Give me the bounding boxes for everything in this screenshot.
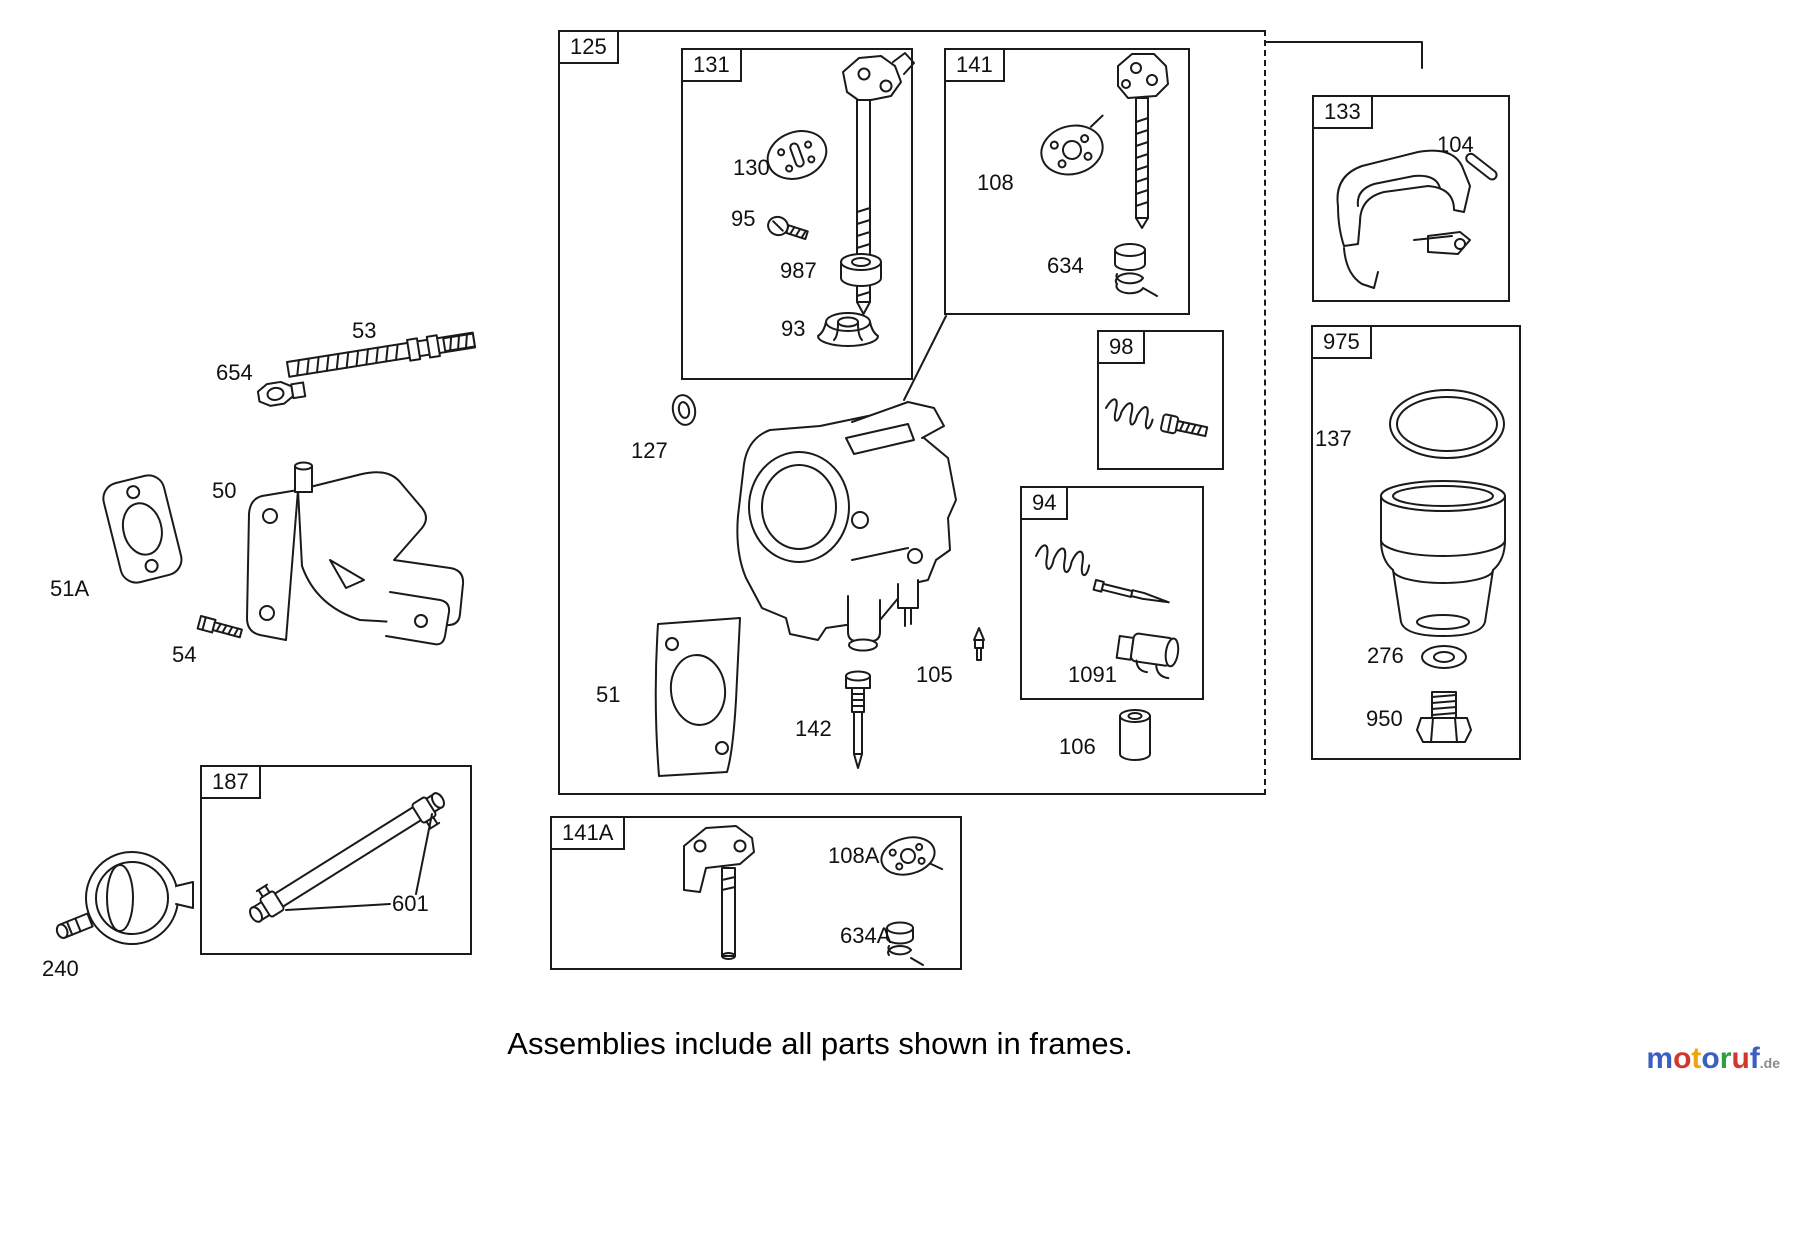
part-133-drawing xyxy=(1336,149,1471,289)
part-label-634: 634 xyxy=(1047,253,1084,278)
frame-label-141A: 141A xyxy=(550,816,626,851)
part-130-drawing xyxy=(766,130,828,180)
part-108A-drawing xyxy=(880,836,944,876)
part-276-drawing xyxy=(1421,645,1467,669)
part-95-drawing xyxy=(767,215,809,241)
part-51A-drawing xyxy=(102,474,183,584)
part-label-987: 987 xyxy=(780,258,817,283)
frame-label-141: 141 xyxy=(944,48,1005,83)
part-carburetor-drawing xyxy=(736,401,957,652)
logo-letter-2: o xyxy=(1673,1042,1692,1075)
logo-letter-7: f xyxy=(1749,1042,1760,1075)
frame-98: 98 xyxy=(1097,330,1224,470)
part-label-240: 240 xyxy=(42,956,79,981)
frame-94: 94 xyxy=(1020,486,1204,700)
part-950-drawing xyxy=(1416,691,1472,743)
frame-label-94: 94 xyxy=(1020,486,1069,521)
part-240-drawing xyxy=(55,851,194,945)
assembly-bracket-line xyxy=(1265,41,1423,69)
part-94-spring-drawing xyxy=(1035,544,1091,577)
motoruf-logo[interactable]: motoruf.de xyxy=(1646,1042,1780,1076)
part-987-drawing xyxy=(840,253,882,287)
part-label-108: 108 xyxy=(977,170,1014,195)
part-105-drawing xyxy=(973,627,985,661)
frame-131: 131 xyxy=(681,48,913,380)
part-93-drawing xyxy=(817,312,879,347)
frame-label-98: 98 xyxy=(1097,330,1146,365)
logo-letter-1: m xyxy=(1646,1042,1674,1075)
frame-label-975: 975 xyxy=(1311,325,1372,360)
part-label-54: 54 xyxy=(172,642,197,667)
part-label-104: 104 xyxy=(1437,132,1474,157)
frame-label-131: 131 xyxy=(681,48,742,83)
part-label-634A: 634A xyxy=(840,923,892,948)
part-50-drawing xyxy=(246,461,465,646)
logo-letter-5: r xyxy=(1719,1042,1732,1075)
frame-label-133: 133 xyxy=(1312,95,1373,130)
frame-187: 187 xyxy=(200,765,472,955)
part-label-654: 654 xyxy=(216,360,253,385)
part-141-shaft-drawing xyxy=(1117,53,1169,229)
part-127-drawing xyxy=(671,394,697,426)
part-label-601: 601 xyxy=(392,891,429,916)
part-label-130: 130 xyxy=(733,155,770,180)
part-float-bowl-drawing xyxy=(1380,480,1506,637)
frame-label-125: 125 xyxy=(558,30,619,65)
part-label-1091: 1091 xyxy=(1068,662,1117,687)
part-label-105: 105 xyxy=(916,662,953,687)
part-label-108A: 108A xyxy=(828,843,880,868)
part-131-shaft-drawing xyxy=(842,52,915,315)
part-601-fuel-line-drawing xyxy=(249,792,445,923)
part-634A-drawing xyxy=(886,921,924,966)
part-label-53: 53 xyxy=(352,318,377,343)
part-label-50: 50 xyxy=(212,478,237,503)
part-label-137: 137 xyxy=(1315,426,1352,451)
part-label-51: 51 xyxy=(596,682,621,707)
part-106-drawing xyxy=(1119,709,1151,761)
part-54-drawing xyxy=(196,615,243,639)
logo-letter-6: u xyxy=(1731,1042,1750,1075)
part-94-needle-drawing xyxy=(1092,579,1170,604)
part-1091-drawing xyxy=(1115,632,1180,680)
part-98-screw-drawing xyxy=(1160,413,1209,438)
part-634-drawing xyxy=(1114,243,1158,297)
frame-133: 133 xyxy=(1312,95,1510,302)
part-label-93: 93 xyxy=(781,316,806,341)
frame-125: 125 xyxy=(558,30,1266,795)
frame-975: 975 xyxy=(1311,325,1521,760)
part-141A-lever-drawing xyxy=(683,825,755,960)
part-label-106: 106 xyxy=(1059,734,1096,759)
leader-frame141-to-carburetor xyxy=(903,315,947,401)
logo-letter-3: t xyxy=(1691,1042,1702,1075)
part-104-drawing xyxy=(1465,152,1498,181)
part-label-142: 142 xyxy=(795,716,832,741)
part-53-drawing xyxy=(286,331,477,378)
frame-141: 141 xyxy=(944,48,1190,315)
diagram-caption: Assemblies include all parts shown in fr… xyxy=(507,1026,1133,1061)
part-label-95: 95 xyxy=(731,206,756,231)
part-label-950: 950 xyxy=(1366,706,1403,731)
part-108-drawing xyxy=(1040,114,1104,176)
part-98-spring-drawing xyxy=(1105,398,1154,430)
logo-letter-4: o xyxy=(1701,1042,1720,1075)
part-137-drawing xyxy=(1389,389,1505,459)
frame-141A: 141A xyxy=(550,816,962,970)
part-label-276: 276 xyxy=(1367,643,1404,668)
frame-label-187: 187 xyxy=(200,765,261,800)
logo-suffix: .de xyxy=(1759,1055,1780,1071)
part-label-127: 127 xyxy=(631,438,668,463)
part-142-drawing xyxy=(845,670,871,769)
part-51-drawing xyxy=(654,617,741,777)
part-label-51A: 51A xyxy=(50,576,90,601)
part-654-drawing xyxy=(256,380,307,407)
